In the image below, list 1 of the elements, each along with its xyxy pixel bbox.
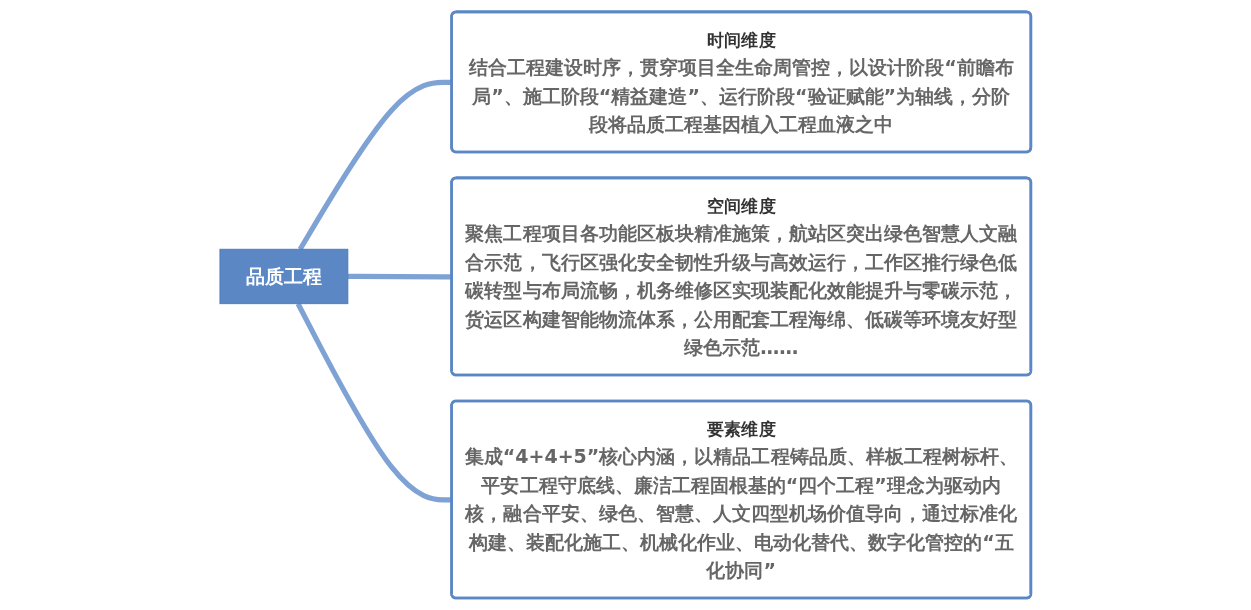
node-box: 品质工程: [219, 248, 349, 305]
